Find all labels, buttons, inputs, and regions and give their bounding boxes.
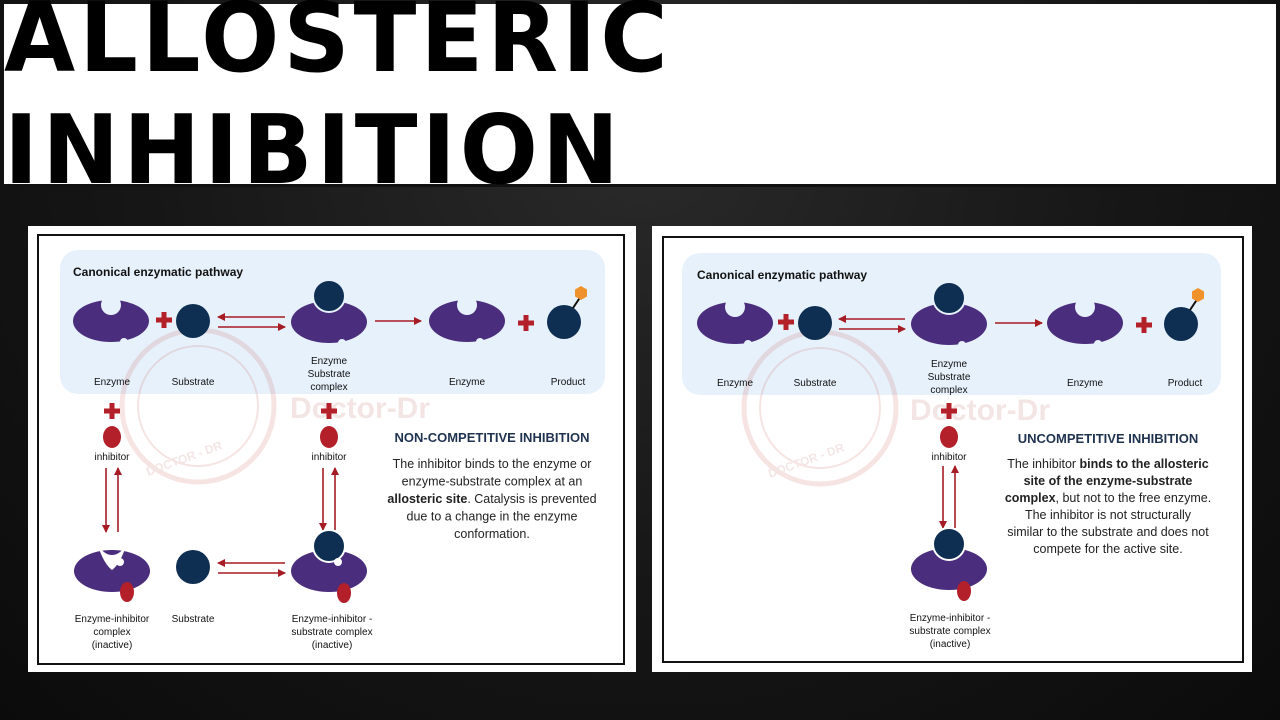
uncompetitive-diagram: Doctor-Dr DOCTOR - DR Canonical enzymati… — [662, 236, 1244, 663]
label-es-complex-2: Substrate — [308, 369, 351, 380]
description-line: enzyme-substrate complex at an — [402, 475, 583, 489]
description-run: enzyme-substrate complex at an — [402, 475, 583, 489]
panel-frame — [662, 236, 1244, 663]
label-es-complex-2: Substrate — [928, 372, 971, 383]
label-es-complex-1: Enzyme — [311, 356, 348, 367]
label-product: Product — [551, 377, 586, 388]
label-eis-complex-2: substrate complex — [909, 626, 990, 637]
label-eis-complex-3: (inactive) — [930, 639, 971, 650]
description-run: The inhibitor binds to the enzyme or — [393, 457, 592, 471]
label-ei-complex-1: Enzyme-inhibitor — [75, 614, 150, 625]
section-heading: UNCOMPETITIVE INHIBITION — [1018, 431, 1199, 446]
product-icon — [547, 286, 587, 339]
label-enzyme: Enzyme — [717, 378, 754, 389]
label-es-complex-1: Enzyme — [931, 359, 968, 370]
description-line: allosteric site. Catalysis is prevented — [387, 492, 596, 506]
description-line: The inhibitor is not structurally — [1025, 508, 1192, 522]
non-competitive-panel: Doctor-Dr DOCTOR - DR Canonical enzymati… — [28, 226, 636, 672]
label-eis-complex-2: substrate complex — [291, 627, 372, 638]
inhibitor-icon — [320, 426, 338, 448]
description-run: complex — [1005, 491, 1056, 505]
label-eis-complex-3: (inactive) — [312, 640, 353, 651]
enzyme-icon — [73, 295, 149, 346]
page-title: ALLOSTERIC INHIBITION — [4, 0, 672, 207]
label-substrate-2: Substrate — [172, 614, 215, 625]
plus-icon — [321, 403, 337, 419]
label-ei-complex-2: complex — [93, 627, 130, 638]
description-line: The inhibitor binds to the enzyme or — [393, 457, 592, 471]
label-substrate: Substrate — [794, 378, 837, 389]
band-title: Canonical enzymatic pathway — [697, 268, 867, 282]
watermark-text: Doctor-Dr — [290, 392, 430, 425]
watermark-seal-text: DOCTOR - DR — [766, 440, 846, 481]
plus-icon — [518, 315, 534, 331]
description-run: allosteric site — [387, 492, 467, 506]
enzyme-substrate-complex-icon — [291, 279, 367, 347]
description-line: The inhibitor binds to the allosteric — [1007, 457, 1209, 471]
label-es-complex-3: complex — [310, 382, 347, 393]
label-eis-complex-1: Enzyme-inhibitor - — [292, 614, 373, 625]
description-run: site of the enzyme-substrate — [1024, 474, 1193, 488]
non-competitive-diagram: Doctor-Dr DOCTOR - DR Canonical enzymati… — [37, 234, 625, 665]
substrate-icon — [798, 306, 832, 340]
label-inhibitor: inhibitor — [931, 452, 967, 463]
description-run: compete for the active site. — [1033, 542, 1182, 556]
watermark-seal-text: DOCTOR - DR — [144, 438, 224, 479]
description-run: binds to the allosteric — [1080, 457, 1209, 471]
enzyme-free-icon — [1047, 297, 1123, 348]
label-substrate: Substrate — [172, 377, 215, 388]
description-line: complex, but not to the free enzyme. — [1005, 491, 1211, 505]
description-line: compete for the active site. — [1033, 542, 1182, 556]
label-enzyme-2: Enzyme — [1067, 378, 1104, 389]
enzyme-icon — [697, 297, 773, 348]
enzyme-free-icon — [429, 295, 505, 346]
product-icon — [1164, 288, 1204, 341]
description-run: . Catalysis is prevented — [467, 492, 596, 506]
description-line: similar to the substrate and does not — [1007, 525, 1209, 539]
band-title: Canonical enzymatic pathway — [73, 265, 243, 279]
section-heading: NON-COMPETITIVE INHIBITION — [395, 430, 590, 445]
description-line: conformation. — [454, 527, 530, 541]
description: The inhibitor binds to the allosteric sit… — [1005, 457, 1211, 556]
label-product: Product — [1168, 378, 1203, 389]
description-run: due to a change in the enzyme — [407, 510, 578, 524]
enzyme-inhibitor-complex-icon — [74, 546, 150, 602]
description-run: The inhibitor is not structurally — [1025, 508, 1192, 522]
panel-frame — [37, 234, 625, 665]
plus-icon — [104, 403, 120, 419]
plus-icon — [941, 403, 957, 419]
description-line: due to a change in the enzyme — [407, 510, 578, 524]
watermark-text: Doctor-Dr — [910, 394, 1050, 427]
description-run: , but not to the free enzyme. — [1056, 491, 1212, 505]
uncompetitive-panel: Doctor-Dr DOCTOR - DR Canonical enzymati… — [652, 226, 1252, 672]
label-es-complex-3: complex — [930, 385, 967, 396]
plus-icon — [1136, 317, 1152, 333]
label-eis-complex-1: Enzyme-inhibitor - — [910, 613, 991, 624]
description-run: conformation. — [454, 527, 530, 541]
substrate-icon — [176, 304, 210, 338]
label-enzyme: Enzyme — [94, 377, 131, 388]
description-line: site of the enzyme-substrate — [1024, 474, 1193, 488]
plus-icon — [778, 314, 794, 330]
title-banner: ALLOSTERIC INHIBITION — [4, 0, 1276, 206]
inhibitor-icon — [103, 426, 121, 448]
description: The inhibitor binds to the enzyme or enzy… — [387, 457, 596, 541]
label-inhibitor-2: inhibitor — [311, 452, 347, 463]
label-enzyme-2: Enzyme — [449, 377, 486, 388]
label-ei-complex-3: (inactive) — [92, 640, 133, 651]
enzyme-inhibitor-substrate-complex-icon — [911, 527, 987, 601]
inhibitor-icon — [940, 426, 958, 448]
label-inhibitor-1: inhibitor — [94, 452, 130, 463]
substrate-icon — [176, 550, 210, 584]
enzyme-inhibitor-substrate-complex-icon — [291, 529, 367, 603]
description-run: The inhibitor — [1007, 457, 1079, 471]
plus-icon — [156, 312, 172, 328]
description-run: similar to the substrate and does not — [1007, 525, 1209, 539]
enzyme-substrate-complex-icon — [911, 281, 987, 349]
